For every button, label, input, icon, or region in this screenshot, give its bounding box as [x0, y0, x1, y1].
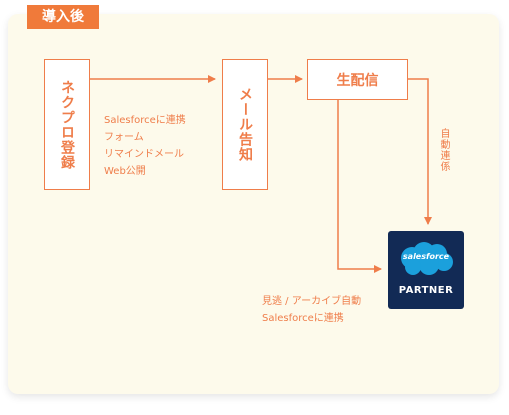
node-live: 生配信 — [307, 59, 408, 100]
salesforce-wordmark: salesforce — [402, 252, 450, 261]
note-line: Web公開 — [104, 166, 146, 177]
registration-notes: Salesforceに連携 フォーム リマインドメール Web公開 — [104, 112, 186, 180]
section-tag: 導入後 — [27, 5, 99, 29]
partner-label: PARTNER — [398, 285, 454, 296]
auto-link-note: 自動連係 — [438, 128, 449, 172]
note-line: Salesforceに連携 — [104, 115, 186, 126]
salesforce-partner-badge: salesforce PARTNER — [388, 231, 464, 309]
node-live-label: 生配信 — [336, 72, 379, 89]
node-mail-notice: メール告知 — [222, 59, 268, 190]
arrow-live-to-badge-auto — [408, 78, 432, 225]
node-registration-label: ネクプロ登録 — [59, 79, 75, 170]
arrow-live-to-badge-archive — [337, 99, 382, 273]
cloud-icon — [401, 242, 453, 275]
salesforce-cloud-logo: salesforce — [397, 241, 455, 277]
node-mail-notice-label: メール告知 — [237, 87, 253, 162]
node-registration: ネクプロ登録 — [44, 59, 90, 190]
note-line: リマインドメール — [104, 149, 184, 160]
archive-notes: 見逃 / アーカイブ自動 Salesforceに連携 — [262, 293, 361, 327]
note-line: 見逃 / アーカイブ自動 — [262, 296, 362, 307]
note-line: フォーム — [104, 132, 144, 143]
note-line: Salesforceに連携 — [262, 313, 344, 324]
